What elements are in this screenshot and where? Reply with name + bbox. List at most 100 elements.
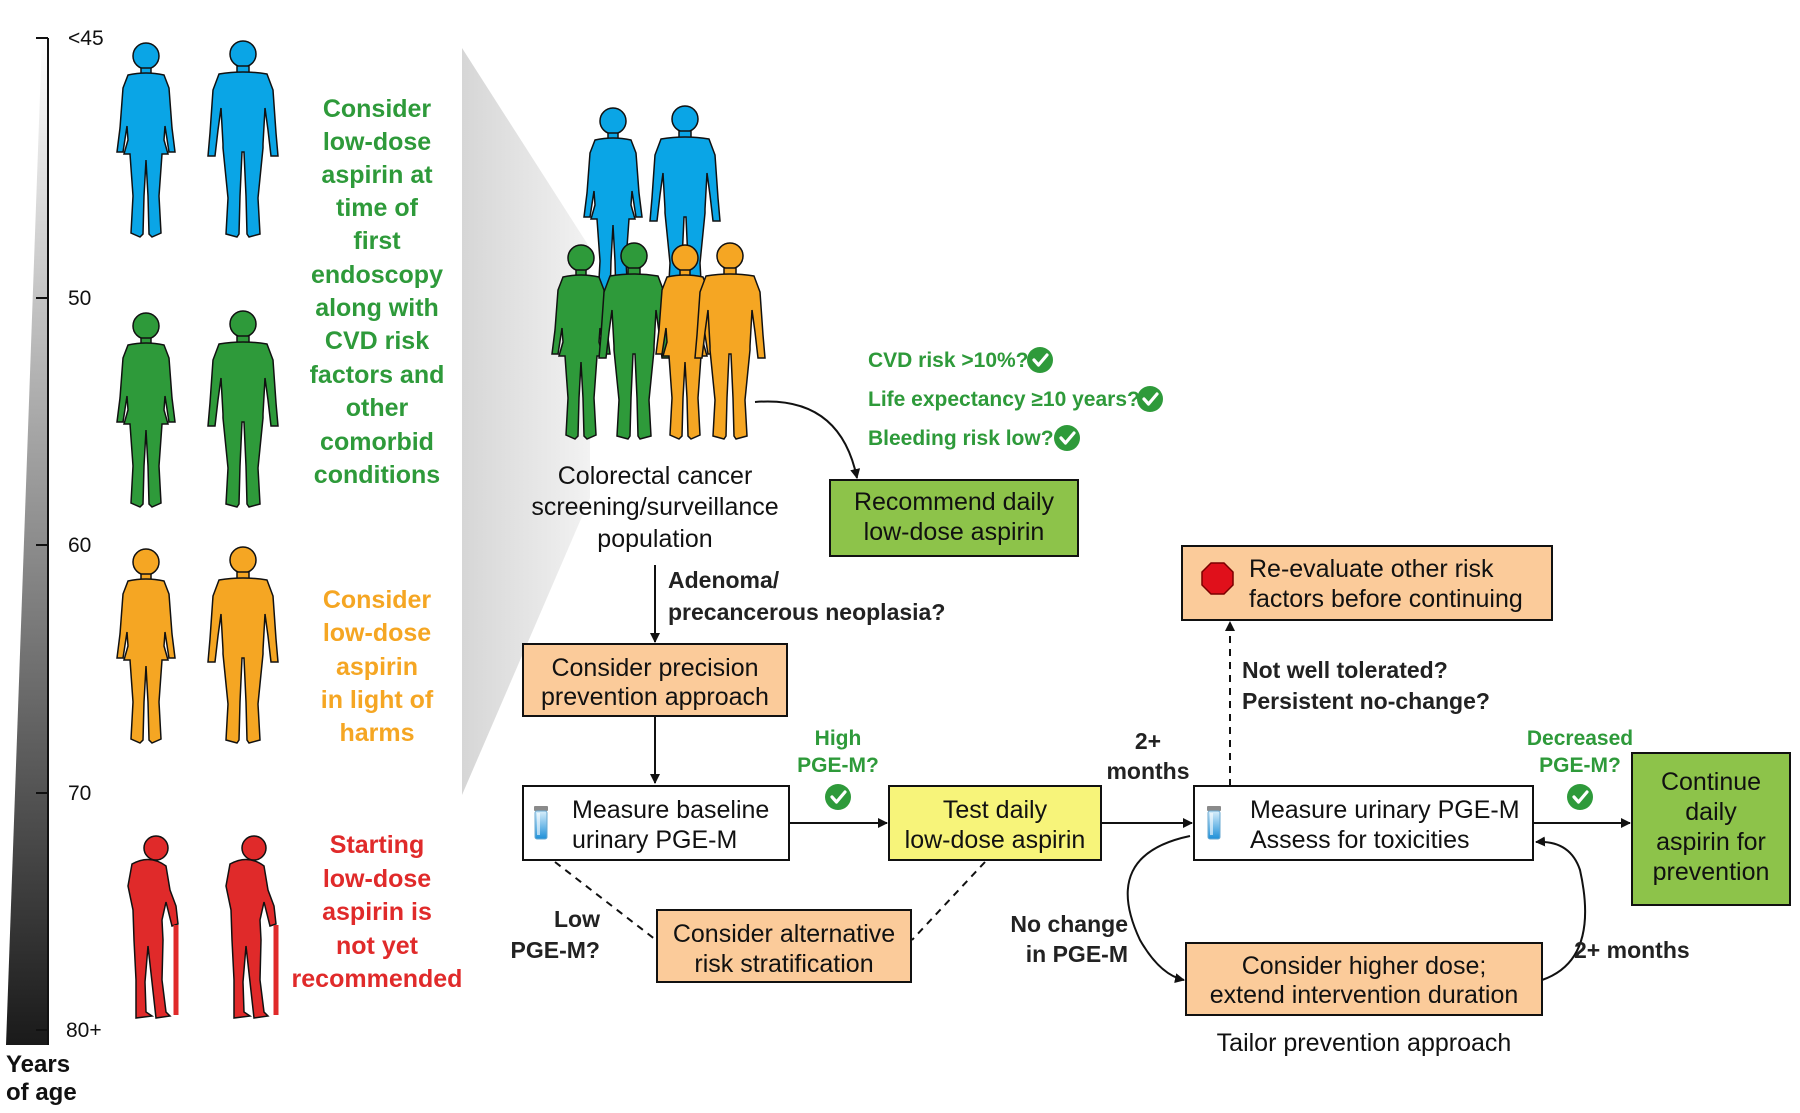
- test-daily-aspirin-box: Test daily low-dose aspirin: [888, 785, 1102, 861]
- population-caption: Colorectal cancer: [558, 462, 753, 490]
- adenoma-question: precancerous neoplasia?: [668, 599, 945, 625]
- box-text: aspirin for: [1656, 828, 1766, 856]
- box-text: prevention approach: [541, 683, 769, 711]
- low-pgem-question: PGE-M?: [511, 937, 600, 963]
- red-recommendation: Starting low-dose aspirin is not yet rec…: [292, 831, 463, 993]
- age-tick-label: 80+: [66, 1019, 102, 1042]
- box-text: Re-evaluate other risk: [1249, 555, 1494, 583]
- population-caption: population: [597, 525, 712, 553]
- recommendation-line: first: [353, 227, 401, 255]
- box-text: prevention: [1653, 858, 1770, 886]
- age-group-orange: [116, 546, 279, 744]
- eligibility-checks: CVD risk >10%? Life expectancy ≥10 years…: [868, 345, 1165, 453]
- box-text: Consider higher dose;: [1242, 952, 1487, 980]
- recommendation-line: Consider: [323, 586, 432, 614]
- no-change-label: in PGE-M: [1026, 941, 1128, 967]
- urine-sample-vial-icon: [1206, 805, 1222, 840]
- checkmark-icon: [1565, 782, 1595, 812]
- age-axis-title: Years: [6, 1051, 70, 1078]
- interval-label: 2+ months: [1574, 937, 1690, 963]
- recommendation-line: aspirin at: [321, 161, 433, 189]
- population-group: [551, 105, 766, 440]
- checkmark-icon: [1135, 384, 1165, 414]
- low-pgem-question: Low: [554, 906, 600, 932]
- tailor-caption: Tailor prevention approach: [1217, 1029, 1512, 1057]
- dashed-connector: [554, 861, 657, 941]
- age-tick-label: <45: [68, 27, 104, 50]
- person-silhouette-icon: [207, 546, 279, 744]
- no-change-label: No change: [1010, 911, 1128, 937]
- urine-sample-vial-icon: [533, 805, 549, 840]
- blue-green-recommendation: Consider low-dose aspirin at time of fir…: [310, 95, 445, 489]
- recommendation-line: in light of: [321, 686, 434, 714]
- age-group-green: [116, 310, 279, 508]
- box-text: factors before continuing: [1249, 585, 1523, 613]
- tolerance-question: Persistent no-change?: [1242, 688, 1490, 714]
- arrow-to-higher-dose: [1126, 835, 1191, 984]
- measure-baseline-box: Measure baseline urinary PGE-M: [522, 785, 790, 861]
- higher-dose-box: Consider higher dose; extend interventio…: [1185, 942, 1543, 1016]
- box-text: Consider alternative: [673, 920, 895, 948]
- recommendation-line: time of: [336, 194, 419, 222]
- age-axis: <45 50 60 70 80+ Years of age: [6, 27, 104, 1106]
- arrow-to-recommend: [754, 400, 861, 479]
- recommendation-line: low-dose: [323, 619, 431, 647]
- measure-urinary-box: Measure urinary PGE-M Assess for toxicit…: [1193, 785, 1534, 861]
- recommendation-line: comorbid: [320, 428, 434, 456]
- decreased-pgem-question: PGE-M?: [1539, 754, 1621, 777]
- alternative-risk-box: Consider alternative risk stratification: [656, 909, 912, 983]
- recommendation-line: endoscopy: [311, 261, 443, 289]
- age-tick-label: 70: [68, 782, 91, 805]
- recommendation-line: factors and: [310, 361, 445, 389]
- population-caption: screening/surveillance: [531, 493, 778, 521]
- box-text: risk stratification: [694, 950, 873, 978]
- box-text: Measure urinary PGE-M: [1250, 796, 1520, 824]
- age-group-blue: [116, 40, 279, 238]
- precision-prevention-box: Consider precision prevention approach: [522, 643, 788, 717]
- age-tick-label: 50: [68, 287, 91, 310]
- elderly-person-with-cane-icon: [127, 835, 179, 1019]
- check-question: Life expectancy ≥10 years?: [868, 388, 1140, 411]
- box-text: Measure baseline: [572, 796, 769, 824]
- box-text: urinary PGE-M: [572, 826, 737, 854]
- high-pgem-question: PGE-M?: [797, 754, 879, 777]
- check-question: CVD risk >10%?: [868, 349, 1029, 372]
- box-text: Assess for toxicities: [1250, 826, 1470, 854]
- checkmark-icon: [1052, 423, 1082, 453]
- person-silhouette-icon: [207, 310, 279, 508]
- recommendation-line: recommended: [292, 965, 463, 993]
- box-text: extend intervention duration: [1210, 981, 1519, 1009]
- recommendation-line: low-dose: [323, 128, 431, 156]
- elderly-person-with-cane-icon: [225, 835, 277, 1019]
- age-tick-label: 60: [68, 534, 91, 557]
- age-gradient-bar: [6, 38, 48, 1045]
- recommendation-line: aspirin is: [322, 898, 432, 926]
- checkmark-icon: [823, 782, 853, 812]
- decreased-pgem-question: Decreased: [1527, 727, 1633, 750]
- orange-recommendation: Consider low-dose aspirin in light of ha…: [321, 586, 434, 747]
- box-text: low-dose aspirin: [905, 826, 1086, 854]
- person-silhouette-icon: [207, 40, 279, 238]
- recommendation-line: other: [346, 394, 409, 422]
- adenoma-question: Adenoma/: [668, 567, 780, 593]
- box-text: Test daily: [943, 796, 1048, 824]
- box-text: Recommend daily: [854, 488, 1055, 516]
- arrow-back-to-measure: [1535, 836, 1587, 981]
- box-text: Consider precision: [551, 654, 758, 682]
- person-silhouette-icon: [116, 42, 176, 238]
- box-text: Continue: [1661, 768, 1761, 796]
- checkmark-icon: [1025, 345, 1055, 375]
- reevaluate-risk-box: Re-evaluate other risk factors before co…: [1181, 545, 1553, 621]
- high-pgem-question: High: [815, 727, 862, 750]
- recommendation-line: not yet: [336, 932, 419, 960]
- check-question: Bleeding risk low?: [868, 427, 1054, 450]
- tolerance-question: Not well tolerated?: [1242, 657, 1448, 683]
- interval-label: 2+: [1135, 728, 1161, 754]
- age-group-red: [127, 835, 279, 1019]
- recommendation-line: low-dose: [323, 865, 431, 893]
- person-silhouette-icon: [116, 312, 176, 508]
- box-text: low-dose aspirin: [864, 518, 1045, 546]
- recommendation-line: CVD risk: [325, 327, 429, 355]
- recommendation-line: Consider: [323, 95, 432, 123]
- person-silhouette-icon: [116, 548, 176, 744]
